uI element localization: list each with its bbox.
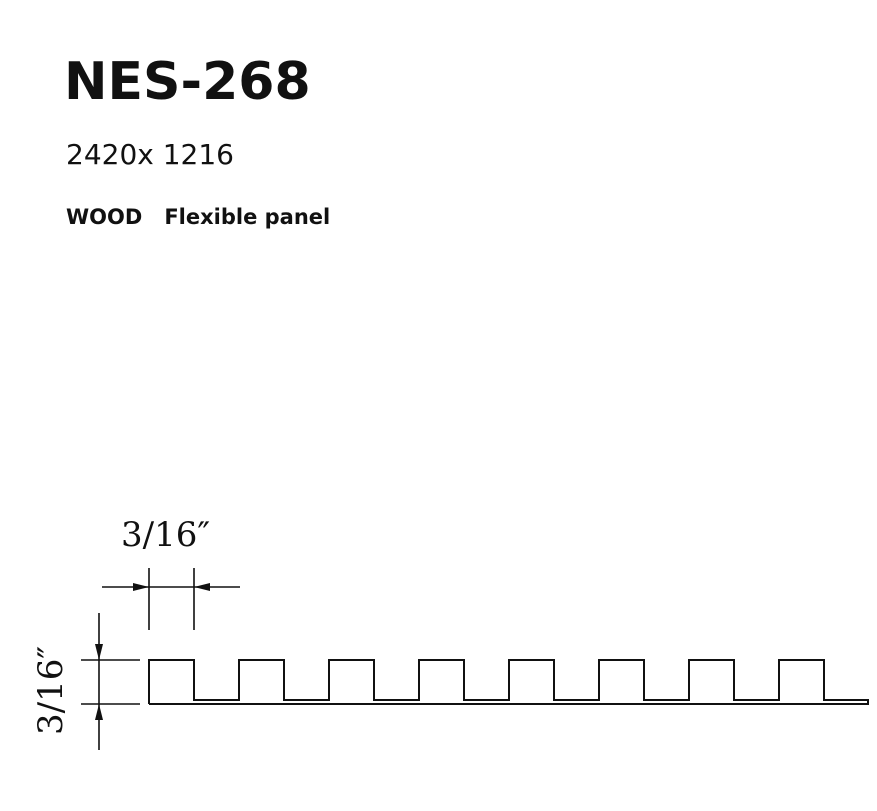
groove-width-label: 3/16″	[121, 515, 210, 555]
panel-profile	[148, 659, 869, 705]
product-code: NES-268	[64, 52, 311, 112]
material-line: WOOD Flexible panel	[66, 205, 330, 229]
arrow-left-icon	[194, 583, 210, 591]
arrow-up-icon	[95, 704, 103, 720]
panel-type-label: Flexible panel	[164, 205, 331, 229]
panel-size: 2420x 1216	[66, 138, 234, 171]
arrow-right-icon	[133, 583, 149, 591]
material-label: WOOD	[66, 205, 143, 229]
arrow-down-icon	[95, 644, 103, 660]
groove-depth-label: 3/16″	[31, 646, 71, 735]
